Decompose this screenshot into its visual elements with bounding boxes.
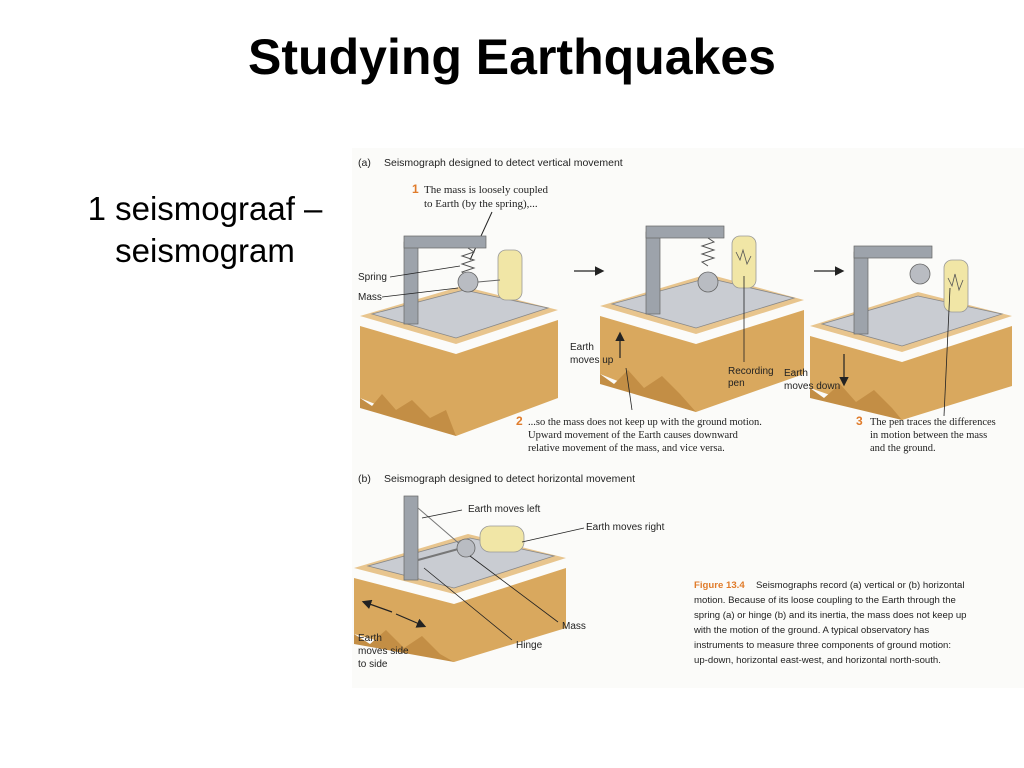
mass-3	[909, 263, 931, 285]
soil-block-b	[354, 568, 566, 662]
earth-moves-up-label-2: moves up	[570, 355, 614, 366]
frame-arm-2	[645, 225, 725, 239]
drum-b	[479, 525, 525, 553]
step-3-number: 3	[856, 414, 863, 428]
earth-moves-right-label: Earth moves right	[586, 522, 665, 533]
base-plate-1	[370, 289, 550, 339]
earth-right-arrow	[395, 613, 427, 628]
step-3-line-3: and the ground.	[870, 443, 936, 454]
panel-b-letter: (b)	[358, 473, 371, 485]
mass-b	[456, 538, 476, 558]
soil-block-3	[810, 326, 1012, 420]
step-1-line-2: to Earth (by the spring),...	[424, 198, 538, 210]
bullet-line-1: 1 seismograaf –	[87, 190, 323, 227]
step-2-line-3: relative movement of the mass, and vice …	[528, 443, 725, 454]
drum-1	[497, 249, 523, 301]
step-1-line-1: The mass is loosely coupled	[424, 184, 549, 196]
step-3-line-2: in motion between the mass	[870, 430, 987, 441]
step-3-line-1: The pen traces the differences	[870, 417, 996, 428]
recording-pen-label-2: pen	[728, 378, 745, 389]
mass-label: Mass	[358, 292, 382, 303]
earth-left-arrow	[361, 599, 393, 613]
base-plate-2	[610, 277, 796, 329]
drum-3	[943, 259, 969, 313]
slide-title: Studying Earthquakes	[248, 29, 776, 85]
spring-2	[700, 237, 716, 267]
caption-line-4: with the motion of the ground. A typical…	[693, 625, 929, 636]
figure-svg: (a) Seismograph designed to detect verti…	[354, 157, 1012, 670]
spring-1	[460, 247, 476, 277]
earth-moves-down-label-2: moves down	[784, 381, 840, 392]
side-label-1: Earth	[358, 633, 382, 644]
frame-post-2	[645, 231, 661, 315]
seismograph-figure: (a) Seismograph designed to detect verti…	[352, 148, 1024, 688]
seismograph-3	[810, 245, 1012, 420]
caption-line-1: Seismographs record (a) vertical or (b) …	[756, 580, 964, 591]
spring-label: Spring	[358, 272, 387, 283]
earth-moves-down-label-1: Earth	[784, 368, 808, 379]
recording-pen-label-1: Recording	[728, 366, 774, 377]
step-2-line-2: Upward movement of the Earth causes down…	[528, 430, 739, 441]
earth-moves-left-label: Earth moves left	[468, 504, 540, 515]
frame-arm-1	[403, 235, 487, 249]
bullet-line-2: seismogram	[115, 232, 295, 269]
caption-line-5: instruments to measure three components …	[694, 640, 951, 651]
caption-line-3: spring (a) or hinge (b) and its inertia,…	[694, 610, 967, 621]
seismograph-horizontal	[354, 495, 566, 662]
caption-line-6: up-down, horizontal east-west, and horiz…	[694, 655, 941, 666]
frame-post-1	[403, 241, 419, 325]
panel-b-heading: Seismograph designed to detect horizonta…	[384, 473, 635, 485]
frame-arm-3	[853, 245, 933, 259]
step-1-number: 1	[412, 182, 419, 196]
figure-caption: Figure 13.4 Seismographs record (a) vert…	[693, 580, 967, 666]
side-label-3: to side	[358, 659, 388, 670]
panel-a-heading: Seismograph designed to detect vertical …	[384, 157, 623, 169]
side-label-2: moves side	[358, 646, 409, 657]
panel-a-letter: (a)	[358, 157, 371, 169]
caption-line-2: motion. Because of its loose coupling to…	[694, 595, 956, 606]
step-2-line-1: ...so the mass does not keep up with the…	[528, 417, 762, 428]
hinge-label: Hinge	[516, 640, 543, 651]
caption-label: Figure 13.4	[694, 580, 745, 591]
bullet-text: 1 seismograaf – seismogram	[40, 188, 370, 272]
seismograph-1	[360, 235, 558, 436]
mass-1	[457, 271, 479, 293]
hinge-post	[403, 495, 419, 581]
frame-post-3	[853, 251, 869, 335]
step-2-number: 2	[516, 414, 523, 428]
earth-moves-up-label-1: Earth	[570, 342, 594, 353]
mass-b-label: Mass	[562, 621, 586, 632]
mass-2	[697, 271, 719, 293]
seismograph-2	[600, 225, 804, 412]
boom-arm	[417, 547, 463, 561]
